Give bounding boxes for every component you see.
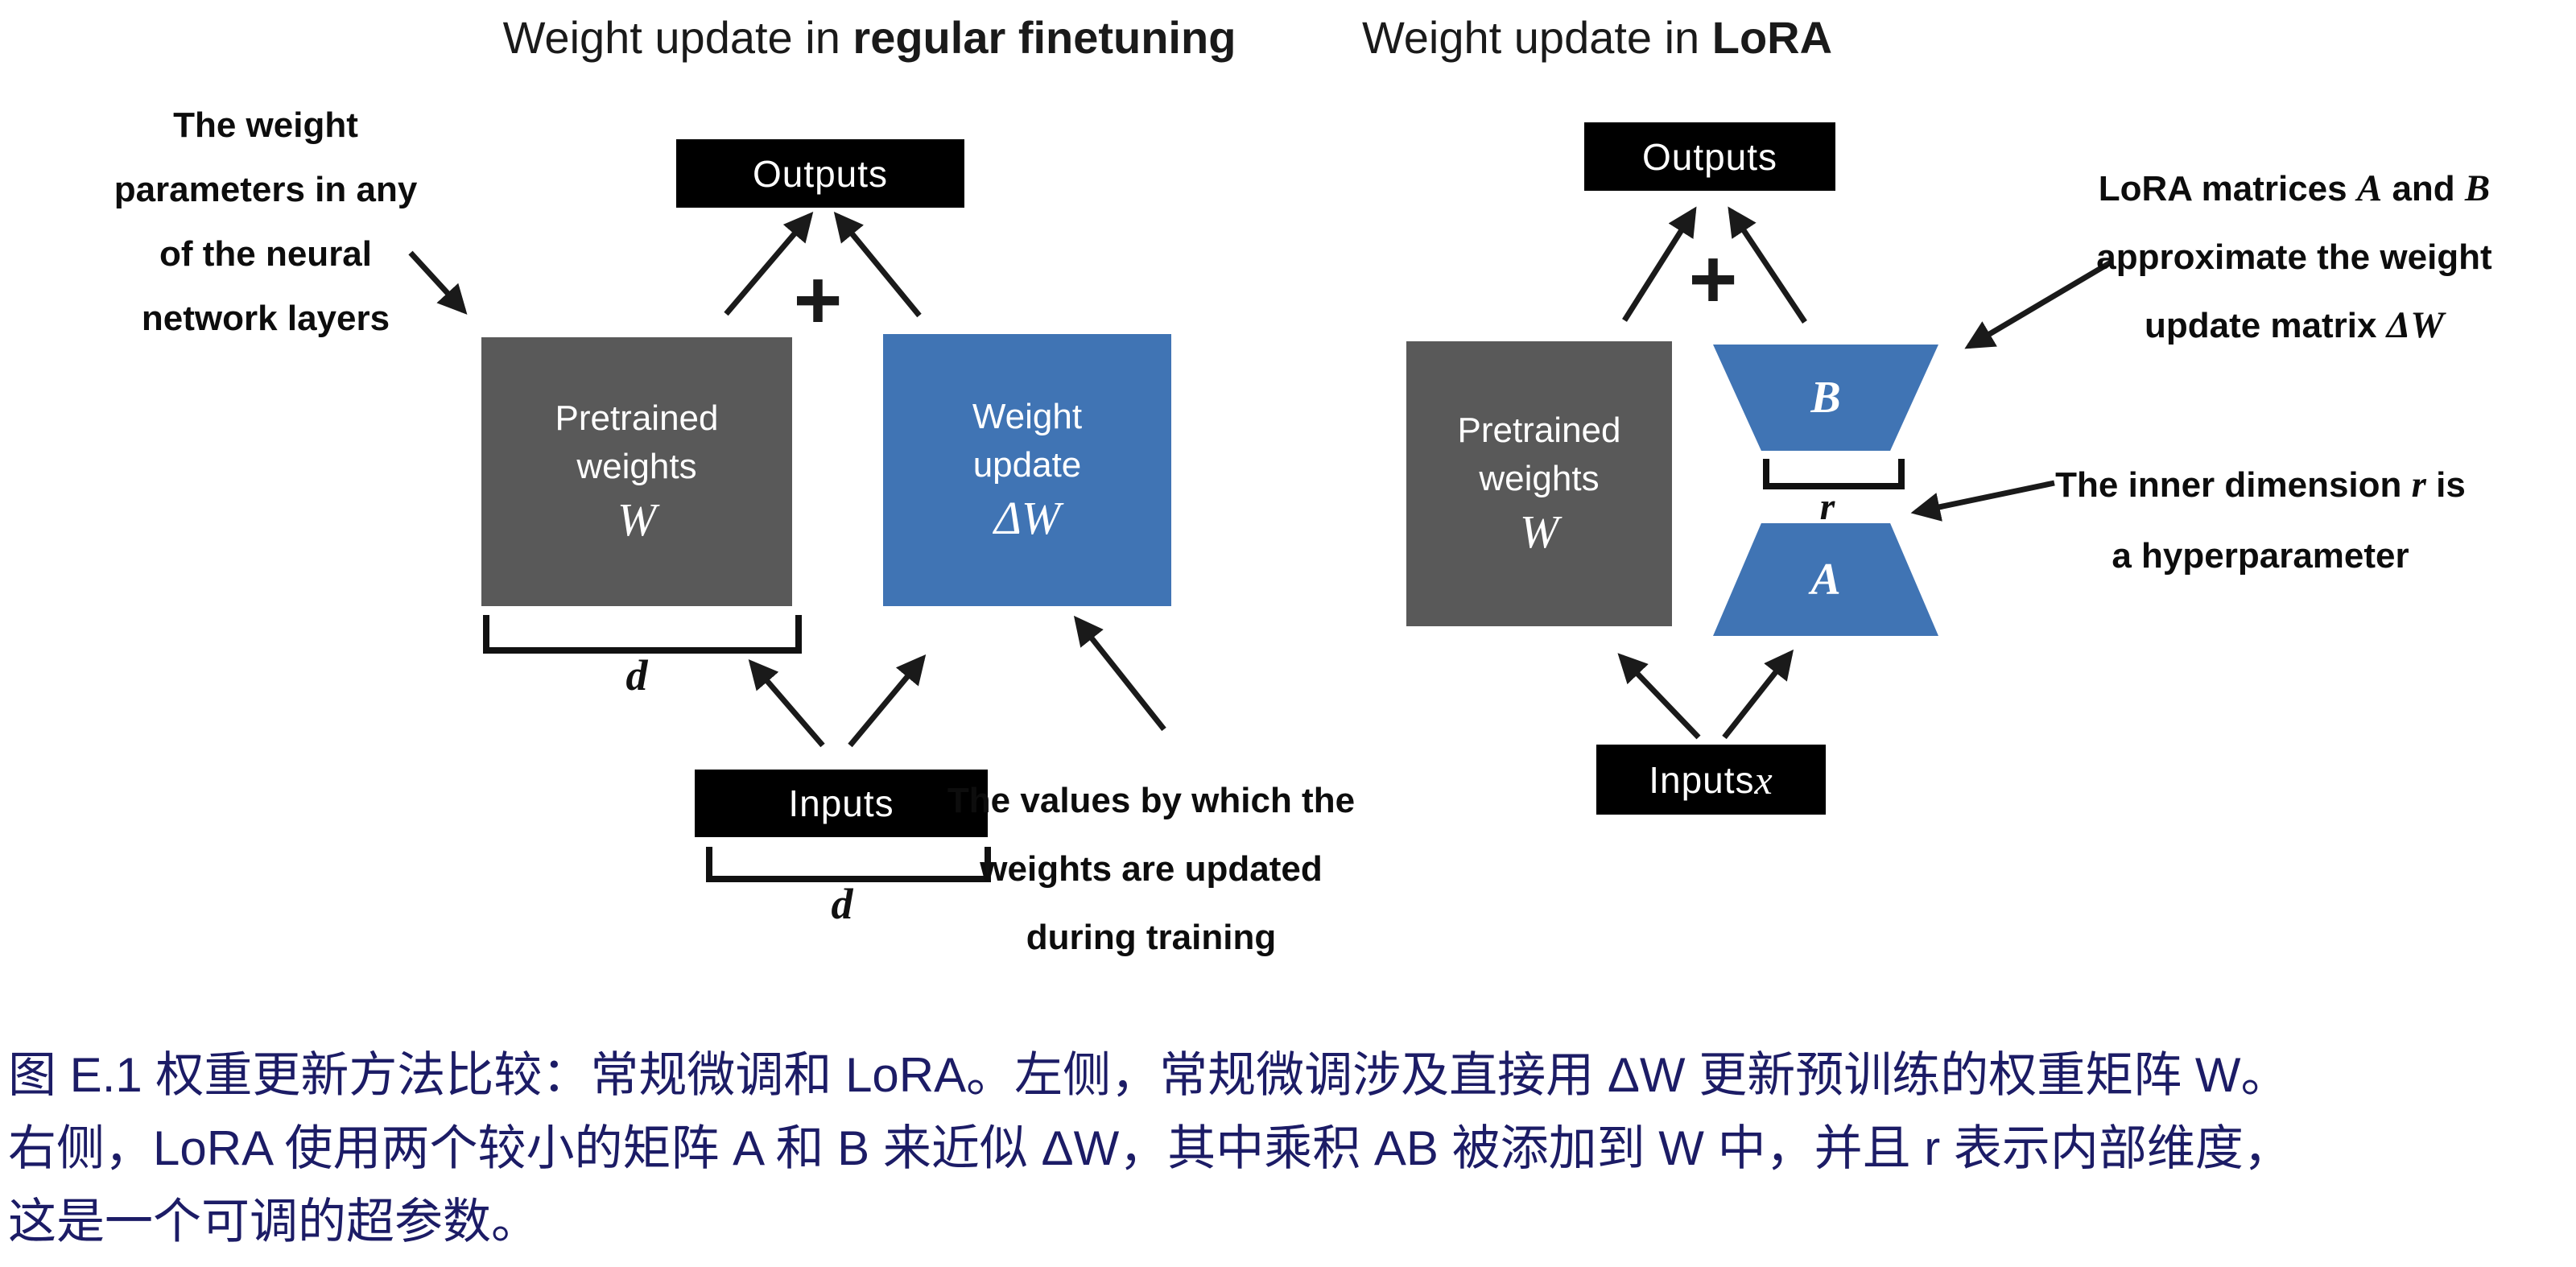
matrix-a-label: A (1810, 555, 1841, 605)
matrix-b-label: B (1810, 373, 1841, 423)
weight-params-annotation: The weight parameters in any of the neur… (72, 93, 459, 351)
right-diagram-title: Weight update in LoRA (1315, 11, 1879, 64)
annotation-text: update matrix (2144, 306, 2387, 345)
caption-line-3: 这是一个可调的超参数。 (8, 1195, 539, 1248)
annotation-line: The weight (173, 105, 358, 145)
matrix-b-trapezoid: B (1713, 345, 1938, 451)
update-line1: Weight (972, 397, 1083, 436)
inner-dim-brace (1763, 459, 1905, 489)
math-a: A (2356, 167, 2383, 209)
left-outputs-label: Outputs (752, 152, 889, 195)
right-outputs-box: Outputs (1584, 122, 1835, 191)
annotation-line: of the neural (159, 234, 373, 274)
right-plus-sign: + (1688, 233, 1738, 326)
pretrained-weights-box-left: Pretrained weights W (481, 337, 792, 606)
annotation-line: a hyperparameter (2112, 536, 2409, 576)
caption-line-2: 右侧，LoRA 使用两个较小的矩阵 A 和 B 来近似 ΔW，其中乘积 AB 被… (8, 1121, 2292, 1175)
dim-brace-weights (483, 615, 802, 654)
left-title-bold: regular finetuning (852, 12, 1236, 63)
pretrained-line2: weights (576, 447, 697, 486)
matrix-a-trapezoid: A (1713, 523, 1938, 636)
figure-caption: 图 E.1 权重更新方法比较：常规微调和 LoRA。左侧，常规微调涉及直接用 Δ… (8, 1038, 2572, 1258)
annotation-line: during training (1026, 918, 1277, 957)
right-inputs-box: Inputs x (1596, 745, 1826, 815)
left-title-prefix: Weight update in (502, 12, 853, 63)
left-inputs-label: Inputs (788, 782, 894, 824)
math-dw: ΔW (2386, 304, 2444, 346)
lora-ab-annotation: LoRA matrices A and B approximate the we… (2061, 155, 2528, 360)
right-title-bold: LoRA (1711, 12, 1833, 63)
math-r: r (2411, 464, 2426, 506)
pretrained-weights-box-right: Pretrained weights W (1406, 341, 1672, 626)
dim-brace-inputs (706, 847, 991, 882)
left-outputs-box: Outputs (676, 139, 964, 208)
pretrained-line2: weights (1479, 459, 1600, 498)
annotation-text: is (2425, 465, 2466, 505)
pretrained-math-w: W (617, 493, 657, 546)
caption-line-1: 图 E.1 权重更新方法比较：常规微调和 LoRA。左侧，常规微调涉及直接用 Δ… (8, 1048, 2289, 1102)
left-diagram-title: Weight update in regular finetuning (346, 11, 1393, 64)
right-inputs-label: Inputs (1649, 758, 1755, 801)
values-annotation: The values by which the weights are upda… (942, 766, 1360, 972)
arrow-inputs-to-dw (848, 654, 927, 748)
right-title-prefix: Weight update in (1361, 12, 1712, 63)
dim-label-inputs: d (831, 880, 853, 928)
annotation-line: The inner dimension r is (2027, 449, 2494, 521)
annotation-line: approximate the weight (2096, 237, 2492, 277)
right-inputs-math-x: x (1754, 757, 1773, 803)
annotation-text: and (2382, 169, 2465, 208)
left-plus-sign: + (793, 254, 843, 347)
update-line2: update (972, 445, 1082, 485)
annotation-line: weights are updated (980, 849, 1323, 889)
annotation-line: LoRA matrices A and B (2061, 155, 2528, 223)
inner-dim-label: r (1819, 485, 1835, 528)
pretrained-line1: Pretrained (1457, 411, 1621, 450)
pretrained-line1: Pretrained (555, 398, 719, 438)
weight-update-box: Weight update ΔW (883, 334, 1171, 606)
annotation-line: network layers (141, 299, 390, 338)
arrow-inputsx-to-w (1617, 653, 1701, 740)
pretrained-math-w: W (1519, 506, 1559, 558)
arrow-inputsx-to-a (1722, 649, 1794, 740)
update-math-dw: ΔW (993, 492, 1061, 544)
left-inputs-box: Inputs (695, 770, 988, 837)
math-b: B (2464, 167, 2491, 209)
annotation-line: update matrix ΔW (2061, 291, 2528, 360)
annotation-text: LoRA matrices (2098, 169, 2357, 208)
annotation-text: The inner dimension (2055, 465, 2412, 505)
right-outputs-label: Outputs (1641, 135, 1778, 178)
arrow-values-annotation (1073, 615, 1166, 732)
annotation-line: parameters in any (114, 170, 418, 209)
dim-label-weights: d (625, 651, 648, 700)
annotation-line: The values by which the (947, 781, 1356, 820)
inner-dim-annotation: The inner dimension r is a hyperparamete… (2027, 449, 2494, 592)
